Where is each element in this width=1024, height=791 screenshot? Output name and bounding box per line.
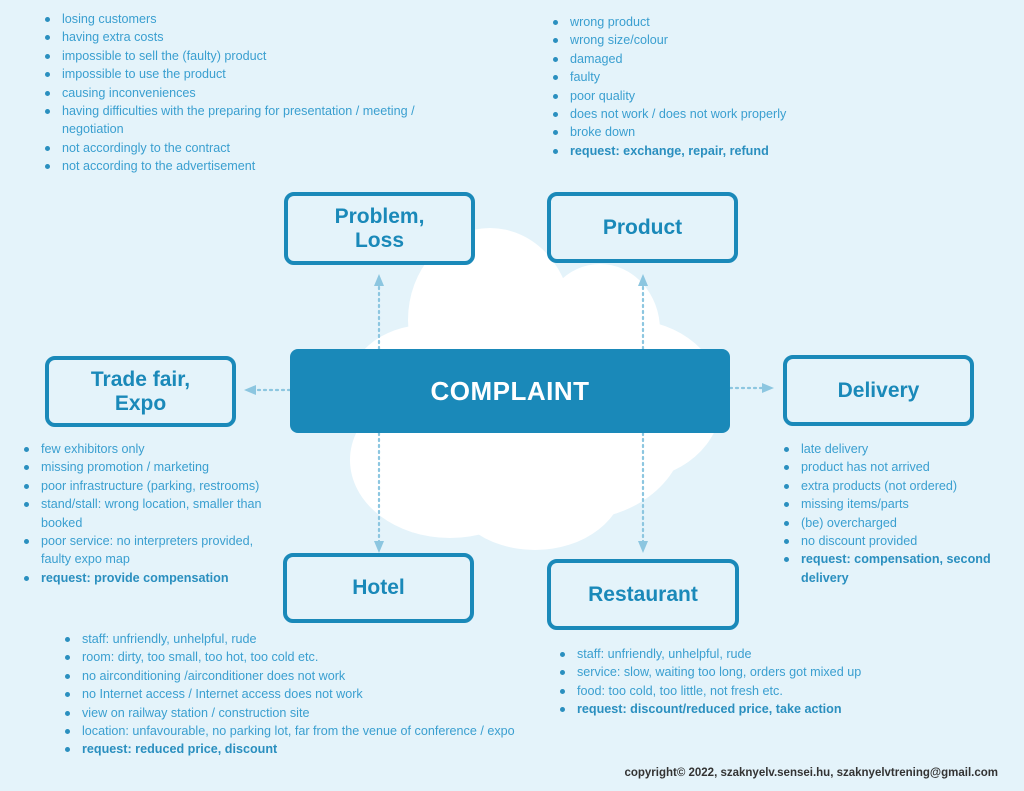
restaurant-box: Restaurant — [547, 559, 739, 630]
list-item: having extra costs — [40, 28, 470, 46]
list-item: impossible to use the product — [40, 65, 470, 83]
hotel-box: Hotel — [283, 553, 474, 623]
request-item: request: compensation, second delivery — [779, 550, 1004, 587]
list-item: no Internet access / Internet access doe… — [60, 685, 520, 703]
request-item: request: reduced price, discount — [60, 740, 520, 758]
list-item: service: slow, waiting too long, orders … — [555, 663, 915, 681]
list-item: not according to the advertisement — [40, 157, 470, 175]
list-item: does not work / does not work properly — [548, 105, 848, 123]
list-item: stand/stall: wrong location, smaller tha… — [19, 495, 284, 532]
delivery-box: Delivery — [783, 355, 974, 426]
list-item: losing customers — [40, 10, 470, 28]
product-box: Product — [547, 192, 738, 263]
list-item: room: dirty, too small, too hot, too col… — [60, 648, 520, 666]
request-item: request: provide compensation — [19, 569, 284, 587]
list-item: not accordingly to the contract — [40, 139, 470, 157]
arrowhead-down-icon — [374, 541, 384, 553]
list-item: poor infrastructure (parking, restrooms) — [19, 477, 284, 495]
list-item: staff: unfriendly, unhelpful, rude — [60, 630, 520, 648]
list-item: having difficulties with the preparing f… — [40, 102, 470, 139]
list-item: few exhibitors only — [19, 440, 284, 458]
list-item: location: unfavourable, no parking lot, … — [60, 722, 520, 740]
list-item: product has not arrived — [779, 458, 1004, 476]
copyright-footer: copyright© 2022, szaknyelv.sensei.hu, sz… — [624, 767, 998, 779]
list-item: causing inconveniences — [40, 84, 470, 102]
list-item: faulty — [548, 68, 848, 86]
list-item: no discount provided — [779, 532, 1004, 550]
list-item: broke down — [548, 123, 848, 141]
list-item: impossible to sell the (faulty) product — [40, 47, 470, 65]
list-item: view on railway station / construction s… — [60, 704, 520, 722]
trade-fair-box: Trade fair, Expo — [45, 356, 236, 427]
list-item: late delivery — [779, 440, 1004, 458]
complaint-center-box: COMPLAINT — [290, 349, 730, 433]
request-item: request: exchange, repair, refund — [548, 142, 848, 160]
list-item: missing items/parts — [779, 495, 1004, 513]
arrowhead-down-icon — [638, 541, 648, 553]
list-item: poor service: no interpreters provided, … — [19, 532, 284, 569]
problem-loss-box: Problem, Loss — [284, 192, 475, 265]
arrowhead-up-icon — [374, 274, 384, 286]
list-item: extra products (not ordered) — [779, 477, 1004, 495]
list-item: no airconditioning /airconditioner does … — [60, 667, 520, 685]
list-item: missing promotion / marketing — [19, 458, 284, 476]
list-item: food: too cold, too little, not fresh et… — [555, 682, 915, 700]
list-item: staff: unfriendly, unhelpful, rude — [555, 645, 915, 663]
list-item: damaged — [548, 50, 848, 68]
arrowhead-left-icon — [244, 385, 256, 395]
list-item: poor quality — [548, 87, 848, 105]
list-item: (be) overcharged — [779, 514, 1004, 532]
request-item: request: discount/reduced price, take ac… — [555, 700, 915, 718]
list-item: wrong product — [548, 13, 848, 31]
list-item: wrong size/colour — [548, 31, 848, 49]
arrowhead-right-icon — [762, 383, 774, 393]
arrowhead-up-icon — [638, 274, 648, 286]
